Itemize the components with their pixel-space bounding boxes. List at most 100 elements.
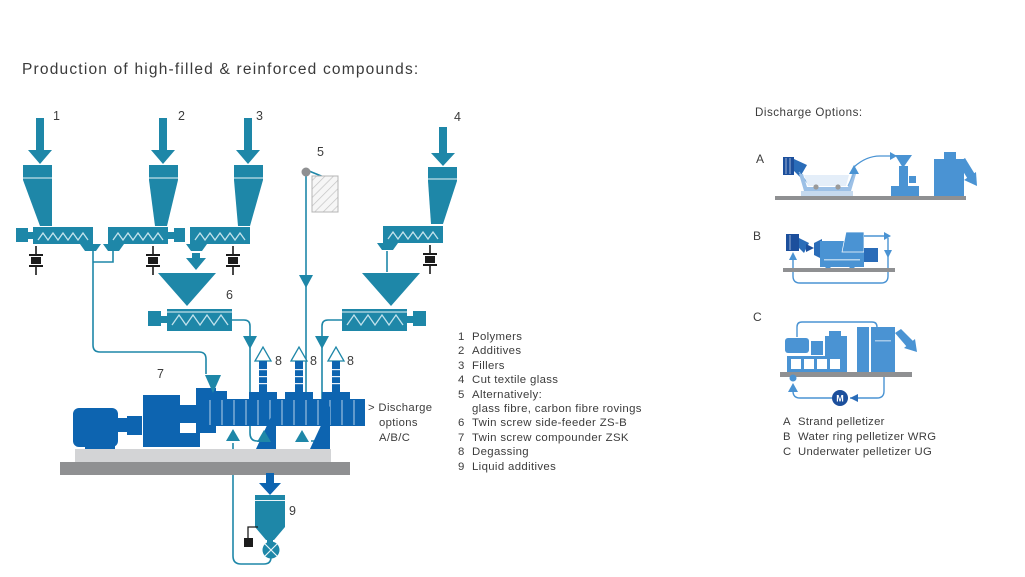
die-head (783, 157, 794, 175)
pulley-icon (301, 167, 311, 177)
feeder-station-3 (186, 118, 263, 275)
extruder-zsk (60, 346, 365, 475)
pelletizer-motor (785, 338, 809, 353)
callout-7: 7 (157, 367, 165, 381)
callout-1: 1 (53, 109, 61, 123)
feeder-station-2 (103, 118, 185, 275)
column (857, 327, 869, 372)
up-arrow-icon (226, 429, 240, 441)
pump-icon (832, 390, 848, 406)
right-arrow-icon (806, 244, 814, 252)
hopper (428, 181, 457, 224)
down-arrow-icon (315, 336, 329, 349)
down-arrow-icon (243, 336, 257, 349)
valve-icon (244, 538, 253, 547)
feed-arrow-icon (236, 118, 260, 164)
recirculation-loop (850, 377, 885, 399)
discharge-option-a (775, 152, 977, 200)
discharge-chute (103, 244, 124, 251)
legend-row: glass fibre, carbon fibre rovings (472, 403, 642, 416)
discharge-option-c: M (780, 321, 917, 406)
discharge-chute (80, 244, 101, 251)
die-head (786, 234, 799, 251)
page-title: Production of high-filled & reinforced c… (22, 61, 420, 78)
discharge-options-header: Discharge Options: (755, 106, 863, 119)
ground-bar (783, 268, 895, 272)
discharge-chute (377, 243, 398, 250)
right-arrow-icon (884, 232, 891, 240)
load-cell-icon (226, 246, 240, 275)
down-arrow-icon (299, 275, 313, 288)
callout-8b: 8 (310, 354, 318, 368)
side-feeder-right (315, 273, 426, 349)
liquid-line (232, 443, 272, 565)
up-arrow-icon (849, 165, 859, 174)
callout-9: 9 (289, 504, 297, 518)
option-a-label: A (756, 152, 765, 166)
discharge-note: > Discharge options A/B/C (368, 402, 433, 444)
gearbox (143, 395, 180, 447)
feeder-station-4 (377, 127, 457, 274)
option-b-label: B (753, 229, 762, 243)
out-arrow-icon (964, 172, 977, 186)
valve-icon (850, 394, 858, 402)
down-arrow-icon (884, 250, 892, 258)
down-arrow-icon (186, 253, 206, 270)
funnel (362, 273, 420, 306)
water-bath (799, 174, 856, 191)
discharge-option-b (783, 231, 895, 284)
recirculation-loop (792, 256, 889, 284)
hopper (149, 180, 178, 226)
up-arrow-icon (257, 430, 271, 442)
roving-bale (311, 175, 339, 213)
side-feed-line-left (232, 319, 261, 442)
down-arrow-icon (259, 473, 281, 495)
discharge-chute (186, 244, 207, 251)
pelletizer-funnel (895, 155, 912, 168)
up-arrow-icon (295, 430, 309, 442)
pump-label: M (836, 394, 844, 404)
degassing-vent-icon (254, 346, 272, 393)
feed-arrow-icon (431, 127, 455, 166)
ground-bar (60, 462, 350, 475)
callout-4: 4 (454, 110, 462, 124)
liquid-additives-station (244, 473, 285, 559)
screw-housing (167, 309, 232, 331)
tank (255, 495, 285, 527)
dryer (871, 331, 895, 372)
load-cell-icon (423, 245, 437, 274)
top-loop (796, 321, 878, 337)
screw-housing (342, 309, 407, 331)
feed-flange (200, 391, 227, 400)
ground-bar (780, 372, 912, 377)
option-c-label: C (753, 310, 762, 324)
load-cell-icon (146, 246, 160, 275)
roving-station (299, 167, 339, 288)
feeder-station-1 (16, 118, 101, 275)
up-arrow-icon (788, 383, 798, 392)
hopper (234, 180, 263, 226)
funnel (158, 273, 216, 306)
side-feeder-left (148, 273, 257, 349)
up-arrow-icon (789, 252, 797, 260)
dryer (934, 159, 964, 196)
callout-8a: 8 (275, 354, 283, 368)
feed-arrow-icon (151, 118, 175, 164)
side-feeder-wedge (310, 406, 330, 449)
ground-bar (775, 196, 966, 200)
feed-arrow-icon (28, 118, 52, 164)
right-arrow-icon (890, 152, 897, 160)
out-arrow-icon (904, 339, 917, 352)
